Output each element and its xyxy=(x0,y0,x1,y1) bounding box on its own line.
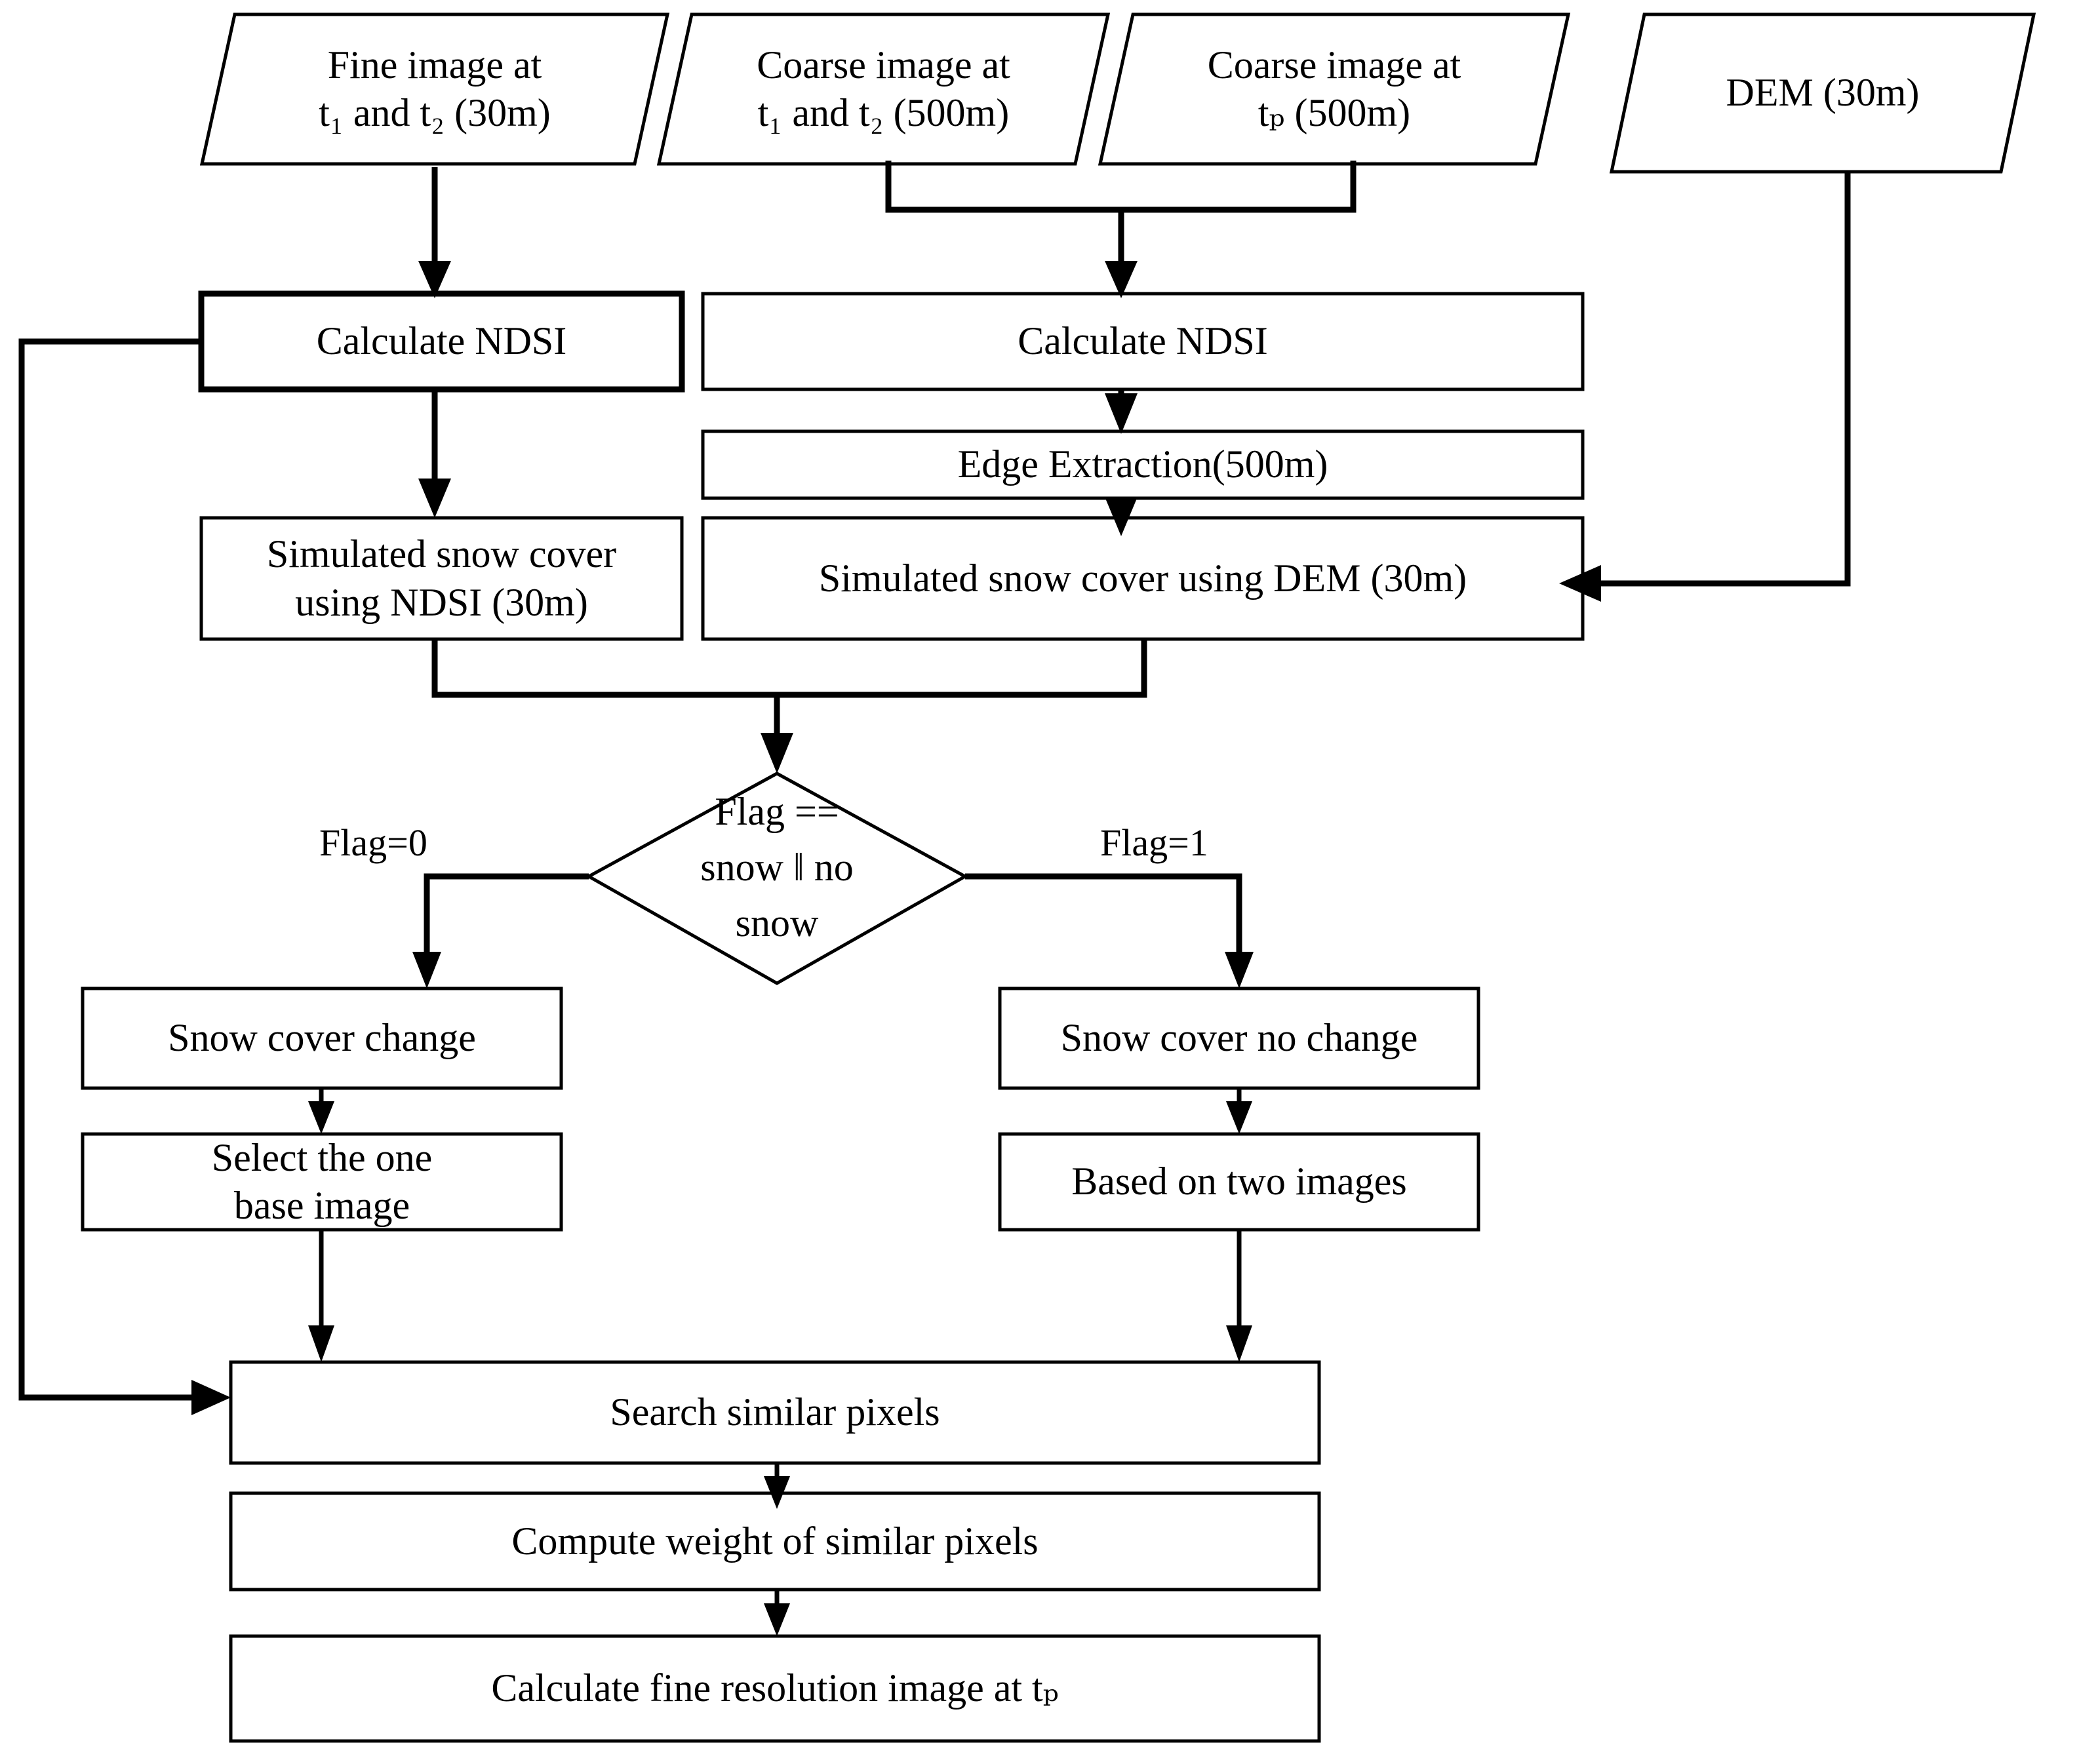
node-snow-cover-change[interactable] xyxy=(81,987,563,1090)
connector-fine-to-ndsi xyxy=(418,167,451,298)
connector-ndsi-to-simndsi xyxy=(418,389,451,518)
connector-search-to-weight xyxy=(764,1463,790,1509)
connector-flag0-branch xyxy=(412,873,589,988)
node-dem[interactable] xyxy=(1609,12,2036,174)
connector-nochange-to-based xyxy=(1226,1088,1252,1134)
edge-label-flag-0: Flag=0 xyxy=(319,821,427,864)
node-coarse-image-t1t2[interactable] xyxy=(656,12,1111,166)
edge-label-flag-1: Flag=1 xyxy=(1100,821,1208,864)
node-select-base-image[interactable] xyxy=(81,1132,563,1232)
node-fine-image[interactable] xyxy=(199,12,670,166)
connector-select-to-search xyxy=(308,1230,334,1362)
node-coarse-image-tp[interactable] xyxy=(1098,12,1571,166)
connector-dem-to-simdem xyxy=(1559,172,1851,602)
connector-based-to-search xyxy=(1226,1230,1252,1362)
node-edge-extraction[interactable] xyxy=(701,429,1585,500)
node-snow-cover-no-change[interactable] xyxy=(998,987,1480,1090)
node-sim-snow-dem[interactable] xyxy=(701,516,1585,641)
node-compute-weight[interactable] xyxy=(229,1491,1321,1592)
node-calculate-fine-image[interactable] xyxy=(229,1634,1321,1743)
node-search-similar-pixels[interactable] xyxy=(229,1360,1321,1465)
connector-ndsi-to-edge xyxy=(1105,389,1138,434)
connector-coarse-merge xyxy=(885,161,1357,298)
node-calculate-ndsi-fine[interactable] xyxy=(198,290,685,393)
connector-simboxes-merge xyxy=(431,639,1147,773)
connector-flag1-branch xyxy=(965,873,1254,988)
connector-weight-to-final xyxy=(764,1590,790,1636)
connector-change-to-select xyxy=(308,1088,334,1134)
node-flag-decision[interactable] xyxy=(585,772,969,985)
node-sim-snow-ndsi[interactable] xyxy=(199,516,684,641)
node-calculate-ndsi-coarse[interactable] xyxy=(701,292,1585,391)
node-based-on-two-images[interactable] xyxy=(998,1132,1480,1232)
connector-ndsi-feedback-loop xyxy=(18,338,231,1415)
